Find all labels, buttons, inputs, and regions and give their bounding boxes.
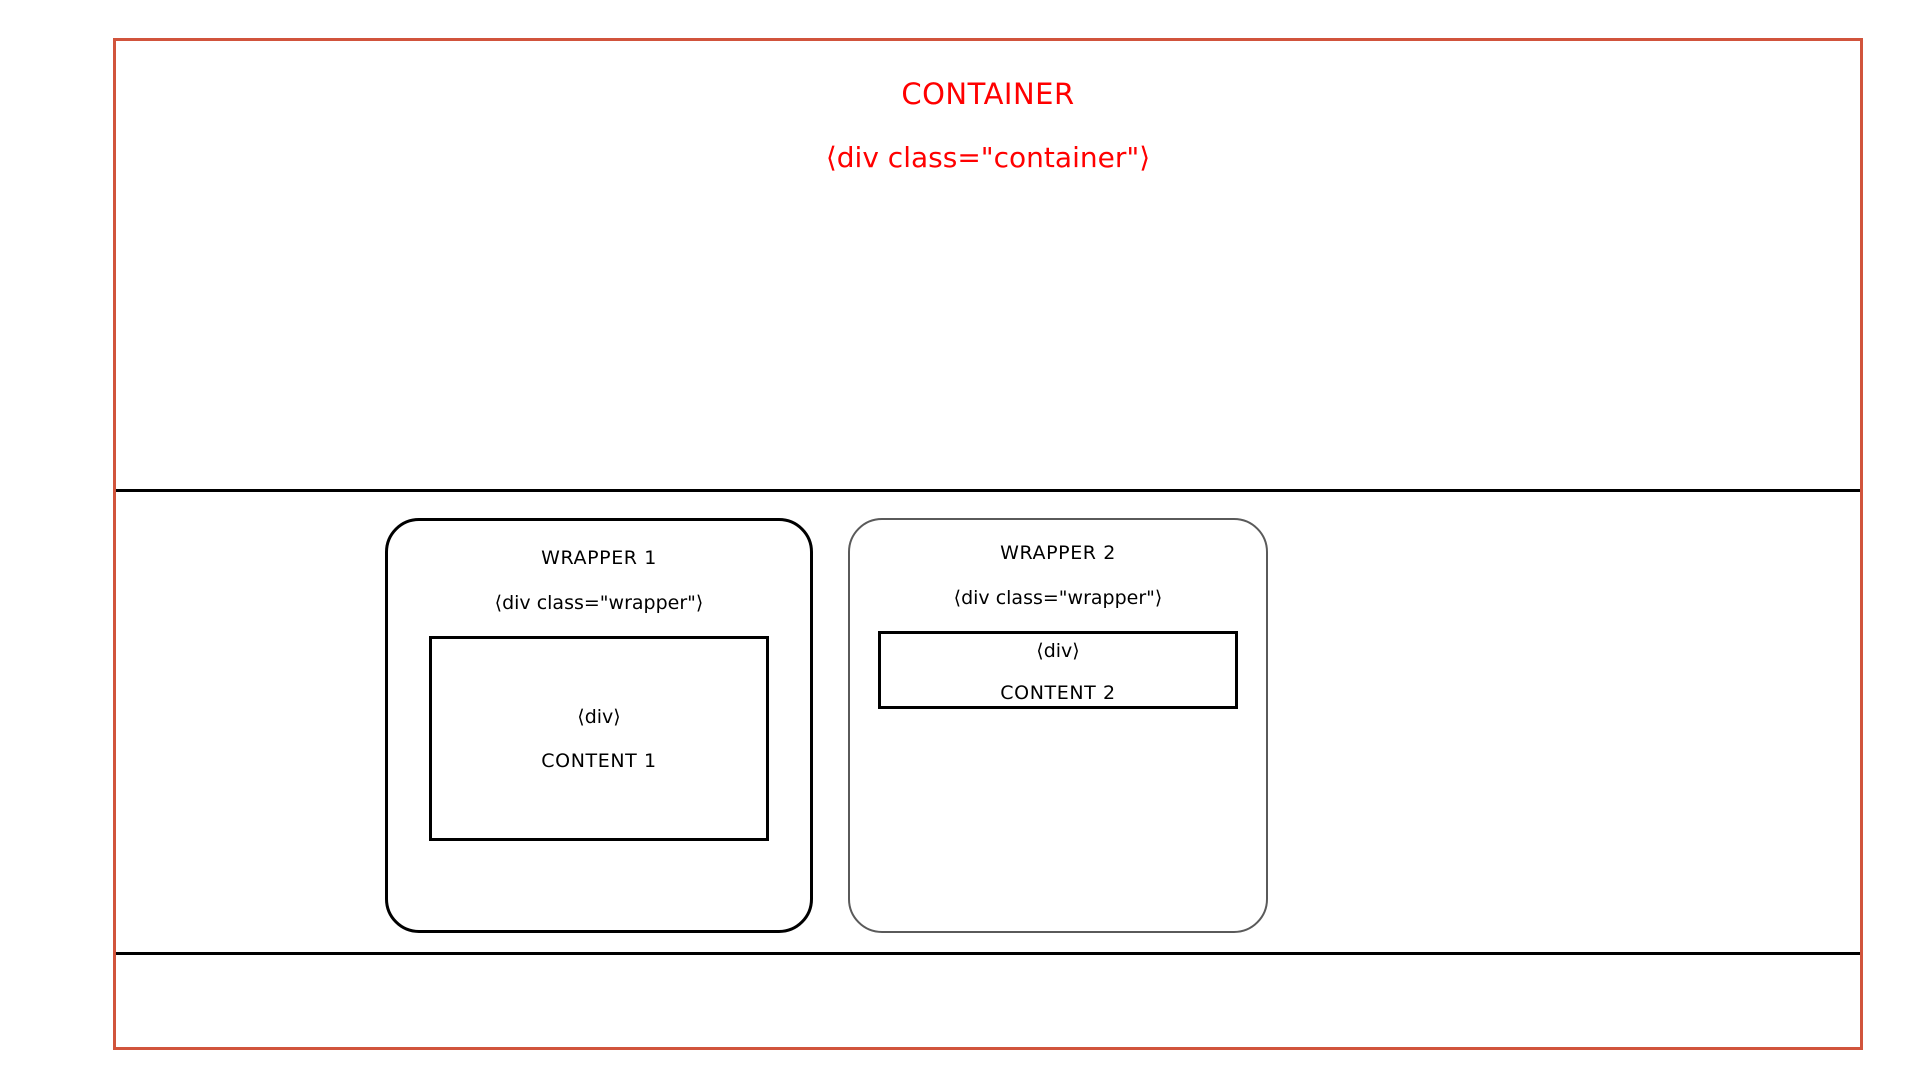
wrapper-2-title: WRAPPER 2 (1000, 542, 1116, 564)
container-box: CONTAINER ⟨div class="container"⟩ WRAPPE… (113, 38, 1863, 1050)
content-2-tag-label: ⟨div⟩ (1036, 640, 1080, 662)
content-1-label: CONTENT 1 (541, 749, 657, 772)
container-footer (116, 955, 1860, 1050)
container-tag-label: ⟨div class="container"⟩ (825, 140, 1151, 174)
wrapper-1-tag-label: ⟨div class="wrapper"⟩ (494, 592, 704, 614)
content-1-box: ⟨div⟩ CONTENT 1 (429, 636, 769, 841)
content-2-label: CONTENT 2 (1000, 682, 1116, 704)
wrapper-1-box: WRAPPER 1 ⟨div class="wrapper"⟩ ⟨div⟩ CO… (385, 518, 813, 933)
container-title: CONTAINER (901, 77, 1075, 111)
content-1-tag-label: ⟨div⟩ (577, 705, 621, 728)
wrapper-band: WRAPPER 1 ⟨div class="wrapper"⟩ ⟨div⟩ CO… (116, 492, 1860, 952)
wrapper-1-title: WRAPPER 1 (541, 547, 657, 569)
divider-bottom (116, 952, 1860, 955)
divider-top (116, 489, 1860, 492)
content-2-box: ⟨div⟩ CONTENT 2 (878, 631, 1238, 709)
wrapper-2-tag-label: ⟨div class="wrapper"⟩ (953, 587, 1163, 609)
wrapper-2-box: WRAPPER 2 ⟨div class="wrapper"⟩ ⟨div⟩ CO… (848, 518, 1268, 933)
container-header: CONTAINER ⟨div class="container"⟩ (116, 41, 1860, 489)
